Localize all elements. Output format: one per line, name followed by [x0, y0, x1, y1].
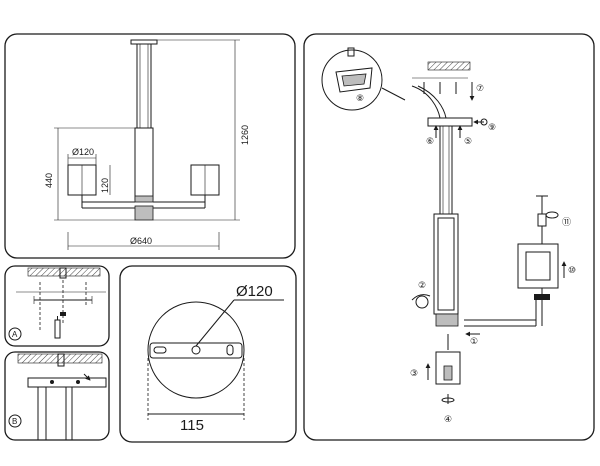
step-10: ⑩ — [568, 266, 576, 276]
step-1: ① — [470, 337, 478, 347]
dim-total-height: 1260 — [240, 125, 250, 145]
step-11: ⑪ — [562, 217, 571, 228]
dim-shade-height: 120 — [100, 178, 110, 193]
step-9: ⑨ — [488, 123, 496, 133]
panel-b: B — [4, 351, 110, 441]
panel-a: A — [4, 265, 110, 347]
dim-shade-diameter: Ø120 — [72, 147, 94, 157]
panel-b-label: B — [12, 417, 17, 426]
step-5: ⑤ — [464, 137, 472, 147]
dim-body-height: 440 — [44, 173, 54, 188]
step-7: ⑦ — [476, 84, 484, 94]
step-4: ④ — [444, 415, 452, 425]
step-2: ② — [418, 281, 426, 291]
panel-a-label: A — [12, 330, 18, 339]
canopy-hole-spacing: 115 — [180, 417, 204, 434]
step-8: ⑧ — [356, 94, 364, 104]
overview-panel: Ø120 120 440 1260 Ø640 — [4, 33, 296, 259]
assembly-panel: ⑧ ⑦ ⑨ ⑥ ⑤ ② — [303, 33, 595, 441]
step-6: ⑥ — [426, 137, 434, 147]
step-3: ③ — [410, 369, 418, 379]
dim-total-width: Ø640 — [130, 236, 152, 246]
canopy-detail-panel: Ø120 115 — [119, 265, 297, 443]
canopy-diameter: Ø120 — [236, 283, 273, 300]
